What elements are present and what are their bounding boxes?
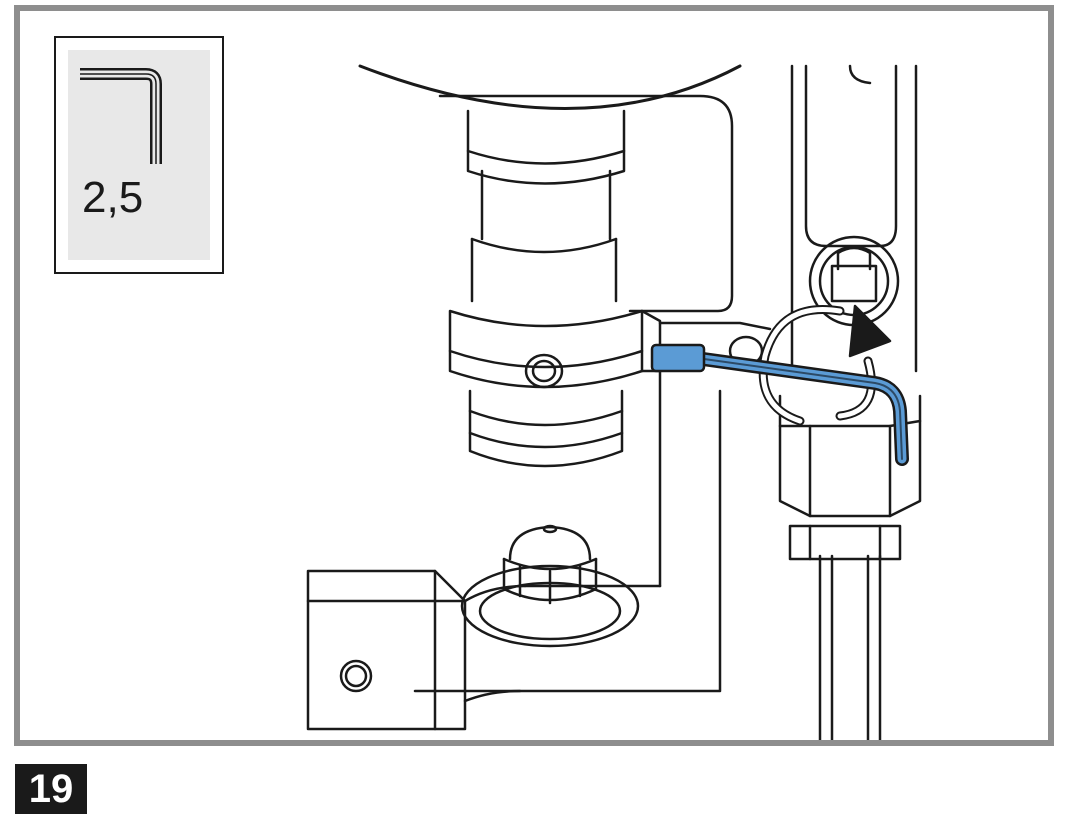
- tool-indicator: 2,5: [54, 36, 224, 274]
- tool-panel: 2,5: [68, 50, 210, 260]
- bracket-hole: [339, 659, 373, 693]
- clamp-screw-hole: [524, 353, 564, 389]
- hex-fitting: [778, 394, 922, 561]
- mounting-bracket: [413, 321, 772, 693]
- tank-bottom-curve: [358, 64, 742, 110]
- hex-key-icon: [80, 68, 162, 164]
- rotation-arrow: [758, 304, 892, 426]
- illustration-frame: 2,5: [14, 5, 1054, 746]
- clamp-ring: [448, 309, 662, 389]
- lower-pipe-coupling: [468, 389, 624, 468]
- housing-plate: [438, 94, 734, 313]
- upper-pipe-coupling: [466, 109, 626, 303]
- assembly-illustration: [306, 64, 922, 740]
- hex-key: [650, 343, 909, 466]
- hex-key-size-label: 2,5: [82, 173, 144, 222]
- lower-bracket-plate: [306, 569, 527, 731]
- step-number-badge: 19: [15, 764, 87, 814]
- acorn-nut: [460, 524, 640, 648]
